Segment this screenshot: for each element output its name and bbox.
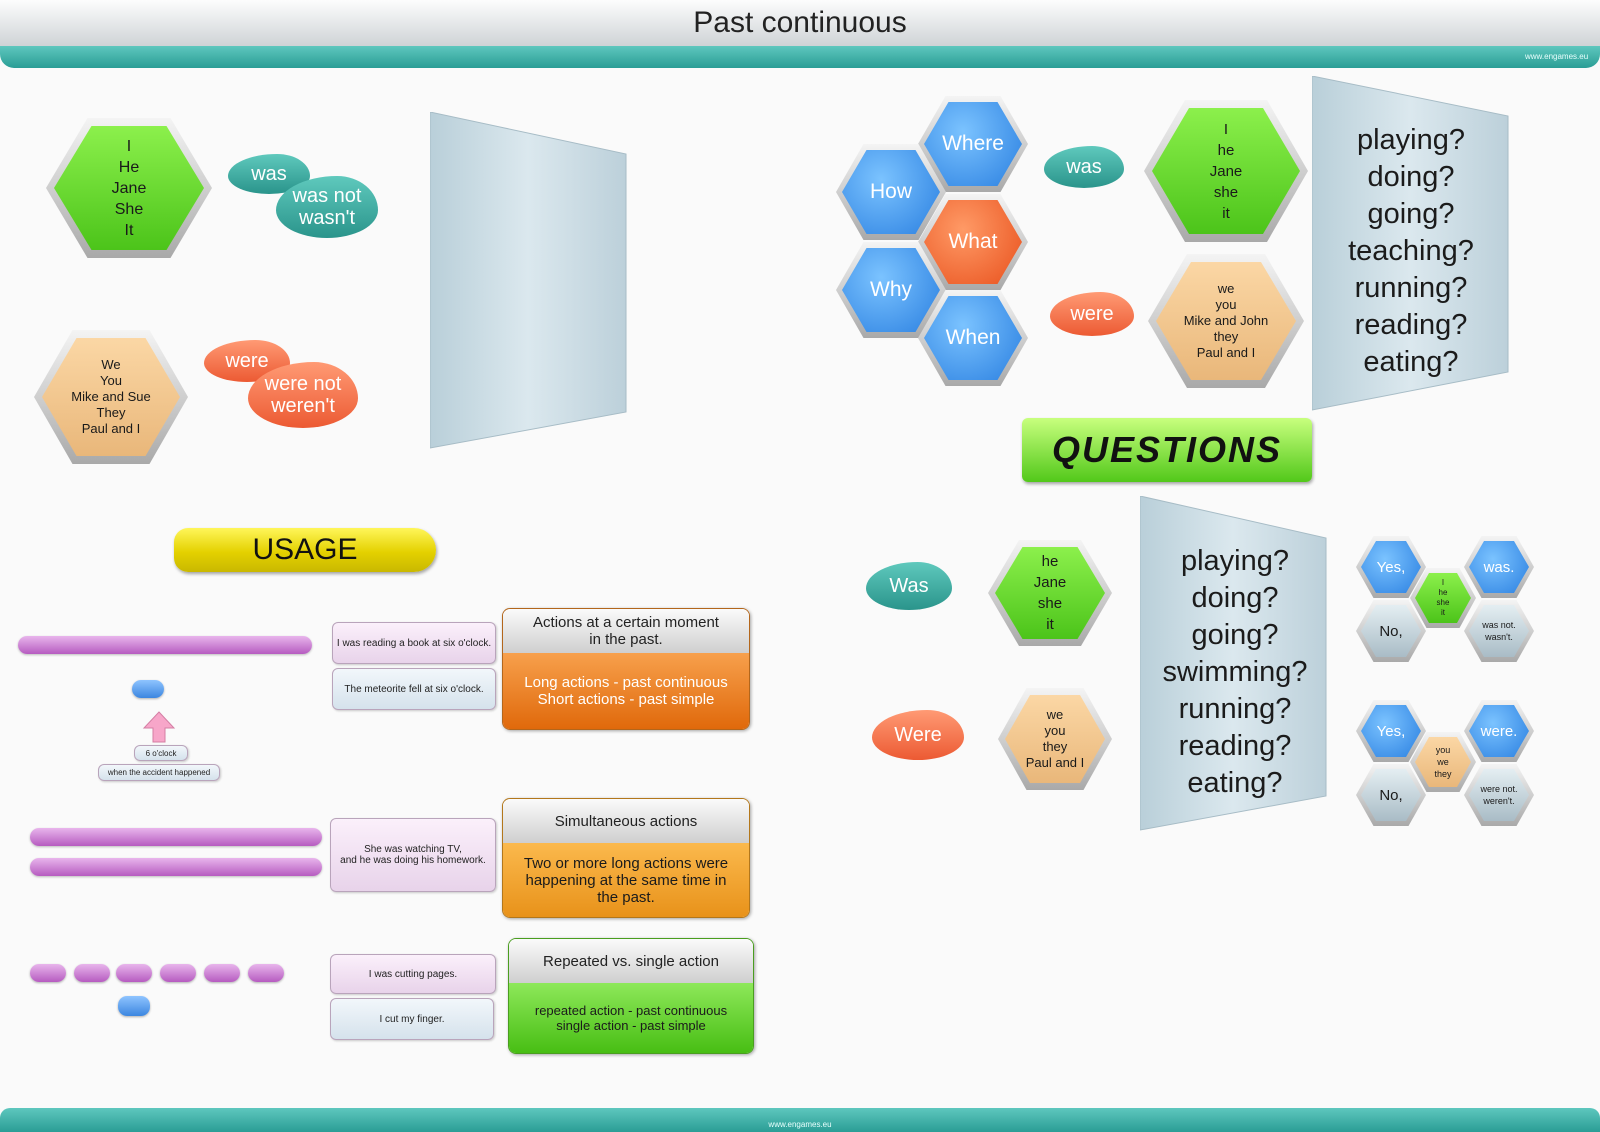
yn-singular-hex: he Jane she it [995,547,1105,639]
header-site-label: www.engames.eu [1525,52,1589,61]
wh-verbs-list: playing? doing? going? teaching? running… [1348,124,1474,378]
usage-box-head: Repeated vs. single action [509,939,753,983]
singular-subjects-hex: I He Jane She It [54,126,204,250]
was-not-blob: was not wasn't [276,176,378,238]
wh-were-blob: were [1050,292,1134,336]
short-werent-hex: were not. weren't. [1469,769,1529,821]
time-label: 6 o'clock [134,745,188,761]
short-were-hex: were. [1469,705,1529,757]
usage-box-simultaneous: Simultaneous actions Two or more long ac… [502,798,750,918]
single-action-marker [118,996,150,1016]
were-blob: were [204,340,290,382]
short-subject-hex: I he she it [1415,573,1471,623]
usage-box-head: Simultaneous actions [503,799,749,843]
long-action-bar [30,858,322,876]
long-action-bar [18,636,312,654]
short-plural-subject-hex: you we they [1415,737,1471,787]
repeated-action-dash [160,964,196,982]
wh-verbs-panel [1312,76,1509,411]
repeated-action-dash [116,964,152,982]
short-yes-plural-hex: Yes, [1361,705,1421,757]
repeated-action-dash [74,964,110,982]
repeated-action-dash [248,964,284,982]
long-action-bar [30,828,322,846]
wh-was-blob: was [1044,146,1124,188]
event-label: when the accident happened [98,764,220,781]
example-card: I was cutting pages. [330,954,496,994]
wh-plural-hex: we you Mike and John they Paul and I [1156,262,1296,380]
example-card: I was reading a book at six o'clock. [332,622,496,664]
example-card: I cut my finger. [330,998,494,1040]
short-no-plural-hex: No, [1361,769,1421,821]
short-no-hex: No, [1361,605,1421,657]
usage-box-body: Long actions - past continuous Short act… [503,653,749,729]
usage-banner: USAGE [174,528,436,572]
example-card: She was watching TV, and he was doing hi… [330,818,496,892]
footer-band [0,1108,1600,1132]
arrow-up-icon [142,711,176,743]
short-yes-hex: Yes, [1361,541,1421,593]
usage-box-head: Actions at a certain moment in the past. [503,609,749,653]
yn-verbs-panel [1140,496,1327,831]
usage-box-body: Two or more long actions were happening … [503,843,749,917]
footer-site-label: www.engames.eu [768,1120,832,1129]
repeated-action-dash [204,964,240,982]
usage-box-repeated: Repeated vs. single action repeated acti… [508,938,754,1054]
page-title: Past continuous [693,6,907,39]
header-band [0,46,1600,68]
questions-banner: QUESTIONS [1022,418,1312,482]
yn-was-blob: Was [866,562,952,610]
short-was-hex: was. [1469,541,1529,593]
repeated-action-dash [30,964,66,982]
were-not-blob: were not weren't [248,362,358,428]
example-card: The meteorite fell at six o'clock. [332,668,496,710]
usage-box-moment: Actions at a certain moment in the past.… [502,608,750,730]
yn-were-blob: Were [872,710,964,760]
blank-panel [430,112,627,449]
short-action-marker [132,680,164,698]
usage-box-body: repeated action - past continuous single… [509,983,753,1053]
yn-verbs-list: playing? doing? going? swimming? running… [1162,545,1308,799]
short-wasnt-hex: was not. wasn't. [1469,605,1529,657]
